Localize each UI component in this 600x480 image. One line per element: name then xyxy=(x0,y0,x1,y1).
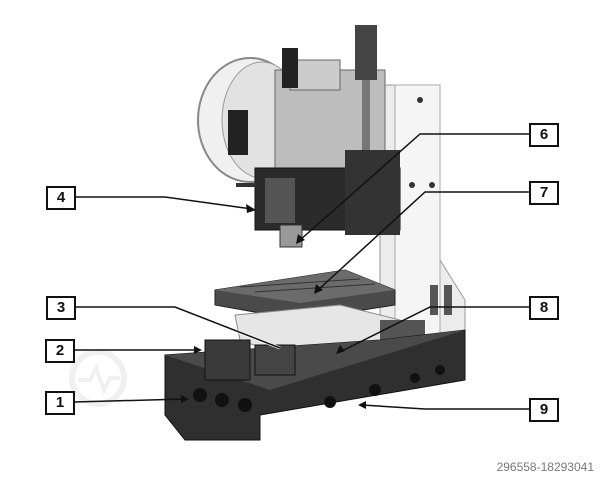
image-id-caption: 296558-18293041 xyxy=(496,460,594,474)
base xyxy=(164,329,466,441)
column xyxy=(379,84,466,336)
callout-1: 1 xyxy=(45,391,75,415)
callout-2: 2 xyxy=(45,339,75,363)
callout-4: 4 xyxy=(46,186,76,210)
spindle-head xyxy=(236,25,401,248)
callout-7: 7 xyxy=(529,181,559,205)
callout-3: 3 xyxy=(46,296,76,320)
callout-8: 8 xyxy=(529,296,559,320)
callout-6: 6 xyxy=(529,123,559,147)
watermark-gear-icon xyxy=(69,349,127,407)
callout-9: 9 xyxy=(529,398,559,422)
arrowheads xyxy=(181,204,366,409)
leader-lines xyxy=(73,133,530,410)
